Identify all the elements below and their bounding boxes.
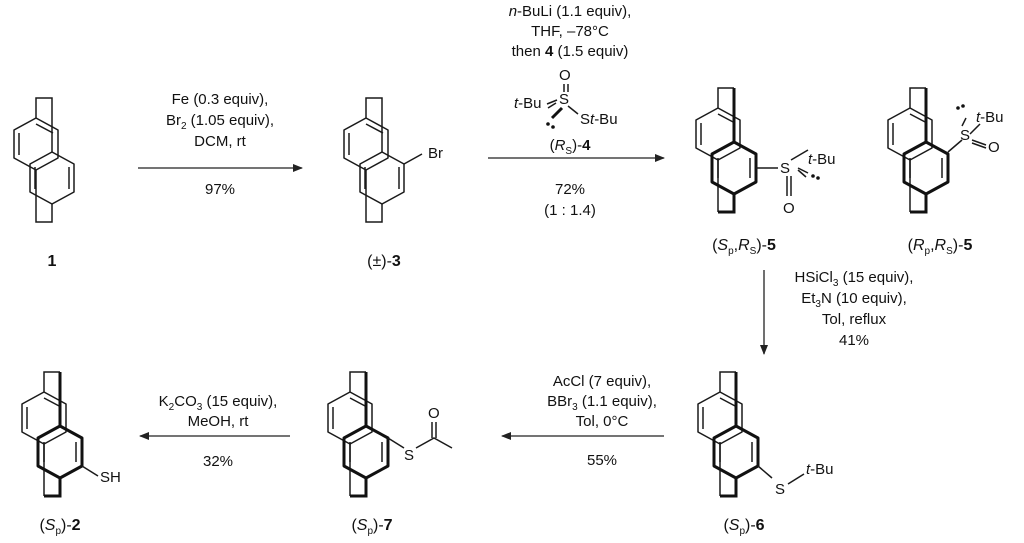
step1-line3: DCM, rt [194,133,246,150]
step3-yield: 41% [839,332,869,349]
compound-5a-label: (Sp,RS)-5 [712,237,776,257]
compound-7-carbonyl-oxygen: O [428,405,440,422]
compound-5b-label: (Rp,RS)-5 [908,237,973,257]
compound-1-structure [13,97,75,223]
compound-6-structure [696,370,773,498]
step5-yield: 32% [203,453,233,470]
step4-line1: AcCl (7 equiv), [553,373,651,390]
step2-line3: then 4 (1.5 equiv) [512,43,629,60]
compound-3-structure [343,97,423,223]
compound-2-label: (Sp)-2 [39,517,80,537]
step2-line1: n-BuLi (1.1 equiv), [509,3,632,20]
reagent-4-label: (RS)-4 [550,137,592,157]
compound-6-label: (Sp)-6 [723,517,764,537]
compound-5a-sulfur: S [780,160,790,177]
compound-5b-sulfur: S [960,127,970,144]
step2-yield: 72% [555,181,585,198]
compound-6-sulfur: S [775,481,785,498]
compound-5b-structure [886,86,950,214]
compound-7-structure [326,370,405,498]
compound-5a-tbu: t-Bu [808,151,836,168]
reagent4-oxygen: O [559,67,571,84]
reagent4-s-center: S [559,91,569,108]
step4-line2: BBr3 (1.1 equiv), [547,393,657,413]
compound-3-bromine: Br [428,145,443,162]
step2-line2: THF, –78°C [531,23,609,40]
reagent-4-structure: t-Bu S O St-Bu [514,67,618,129]
step5-line1: K2CO3 (15 equiv), [159,393,278,413]
step5-line2: MeOH, rt [188,413,250,430]
step1-line2: Br2 (1.05 equiv), [166,112,274,132]
compound-7-label: (Sp)-7 [351,517,392,537]
compound-5a-structure [694,86,778,214]
step1-yield: 97% [205,181,235,198]
step2-ratio: (1 : 1.4) [544,202,596,219]
step4-yield: 55% [587,452,617,469]
compound-7-sulfur: S [404,447,414,464]
reagent4-s-right: St-Bu [580,111,618,128]
step3-line2: Et3N (10 equiv), [801,290,907,310]
compound-5b-tbu: t-Bu [976,109,1004,126]
compound-5b-oxygen: O [988,139,1000,156]
compound-5a-oxygen: O [783,200,795,217]
compound-2-thiol: SH [100,469,121,486]
compound-3-label: (±)-3 [367,253,401,270]
compound-2-structure [20,370,99,498]
compound-6-tbu: t-Bu [806,461,834,478]
step3-line3: Tol, reflux [822,311,887,328]
step4-line3: Tol, 0°C [576,413,629,430]
step1-line1: Fe (0.3 equiv), [172,91,269,108]
compound-1-label: 1 [48,253,57,270]
reagent4-tbu-left: t-Bu [514,95,542,112]
step3-line1: HSiCl3 (15 equiv), [795,269,914,289]
